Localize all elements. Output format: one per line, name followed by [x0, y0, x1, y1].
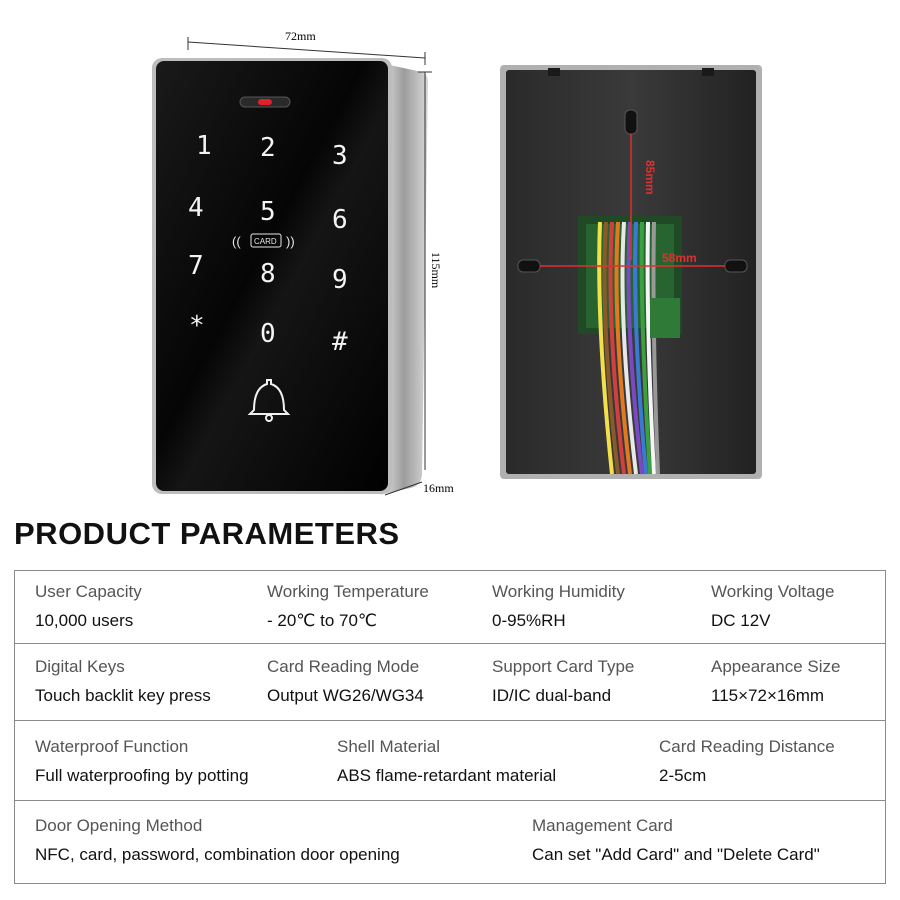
row-divider — [15, 800, 885, 801]
keypad-back-view: 85mm 58mm — [500, 65, 762, 479]
key-2[interactable]: 2 — [260, 133, 276, 163]
param-label: Shell Material — [337, 737, 440, 756]
key-3[interactable]: 3 — [332, 141, 348, 171]
svg-text:)): )) — [286, 234, 295, 249]
card-reader-icon: (( CARD )) — [232, 233, 295, 249]
param-value: DC 12V — [711, 611, 771, 630]
width-dimension — [187, 37, 426, 65]
param-label: Appearance Size — [711, 657, 841, 676]
param-label: Card Reading Distance — [659, 737, 835, 756]
key-0[interactable]: 0 — [260, 319, 276, 349]
param-label: Working Temperature — [267, 582, 429, 601]
key-1[interactable]: 1 — [196, 131, 212, 161]
keypad-glass-panel — [156, 61, 388, 491]
mount-hole-left — [517, 259, 541, 273]
param-label: Working Humidity — [492, 582, 625, 601]
param-value: 2-5cm — [659, 766, 707, 785]
key-7[interactable]: 7 — [188, 251, 204, 281]
row-divider — [15, 643, 885, 644]
param-working-voltage: Working Voltage DC 12V — [711, 582, 834, 631]
key-4[interactable]: 4 — [188, 193, 204, 223]
param-appearance-size: Appearance Size 115×72×16mm — [711, 657, 840, 706]
param-value: 10,000 users — [35, 611, 134, 630]
card-label: CARD — [254, 237, 277, 246]
param-support-card-type: Support Card Type ID/IC dual-band — [492, 657, 634, 706]
param-label: Digital Keys — [35, 657, 125, 676]
param-label: Waterproof Function — [35, 737, 189, 756]
width-label: 72mm — [285, 29, 316, 43]
circuit-board — [650, 298, 680, 338]
depth-dimension — [384, 481, 423, 496]
keypad-front-view: 72mm 1 2 3 4 5 6 7 8 9 * 0 # (( CARD )) … — [152, 29, 454, 496]
height-label: 115mm — [429, 252, 443, 289]
param-working-temperature: Working Temperature - 20℃ to 70℃ — [267, 582, 429, 631]
key-hash[interactable]: # — [332, 327, 348, 357]
param-door-opening-method: Door Opening Method NFC, card, password,… — [35, 816, 400, 865]
param-value: Full waterproofing by potting — [35, 766, 249, 785]
param-label: Door Opening Method — [35, 816, 203, 835]
param-waterproof-function: Waterproof Function Full waterproofing b… — [35, 737, 249, 786]
doorbell-icon[interactable] — [247, 379, 291, 422]
param-value: ID/IC dual-band — [492, 686, 612, 705]
mount-hole-right — [724, 259, 748, 273]
param-digital-keys: Digital Keys Touch backlit key press — [35, 657, 211, 706]
hole-horizontal-label: 58mm — [662, 251, 697, 265]
param-value: NFC, card, password, combination door op… — [35, 845, 400, 864]
mount-hole-top — [624, 109, 638, 135]
wire-bundle — [597, 221, 660, 475]
param-card-reading-distance: Card Reading Distance 2-5cm — [659, 737, 835, 786]
row-divider — [15, 720, 885, 721]
param-value: - 20℃ to 70℃ — [267, 611, 378, 630]
param-shell-material: Shell Material ABS flame-retardant mater… — [337, 737, 556, 786]
key-6[interactable]: 6 — [332, 205, 348, 235]
key-5[interactable]: 5 — [260, 197, 276, 227]
hole-dimension-lines — [540, 134, 725, 267]
param-value: ABS flame-retardant material — [337, 766, 557, 785]
param-working-humidity: Working Humidity 0-95%RH — [492, 582, 625, 631]
param-label: Support Card Type — [492, 657, 635, 676]
parameters-heading: PRODUCT PARAMETERS — [14, 516, 400, 551]
param-management-card: Management Card Can set "Add Card" and "… — [532, 816, 820, 865]
param-label: User Capacity — [35, 582, 142, 601]
param-label: Management Card — [532, 816, 673, 835]
height-dimension — [418, 71, 432, 470]
key-8[interactable]: 8 — [260, 259, 276, 289]
param-card-reading-mode: Card Reading Mode Output WG26/WG34 — [267, 657, 424, 706]
param-value: Output WG26/WG34 — [267, 686, 424, 705]
svg-text:((: (( — [232, 234, 241, 249]
param-value: Can set "Add Card" and "Delete Card" — [532, 845, 820, 864]
param-value: 0-95%RH — [492, 611, 566, 630]
param-value: 115×72×16mm — [711, 686, 825, 705]
param-label: Working Voltage — [711, 582, 835, 601]
parameters-table: User Capacity 10,000 users Working Tempe… — [14, 570, 886, 884]
depth-label: 16mm — [423, 481, 454, 495]
param-user-capacity: User Capacity 10,000 users — [35, 582, 142, 631]
key-star[interactable]: * — [189, 311, 205, 341]
param-label: Card Reading Mode — [267, 657, 420, 676]
key-9[interactable]: 9 — [332, 265, 348, 295]
param-value: Touch backlit key press — [35, 686, 211, 705]
hole-vertical-label: 85mm — [643, 160, 657, 195]
